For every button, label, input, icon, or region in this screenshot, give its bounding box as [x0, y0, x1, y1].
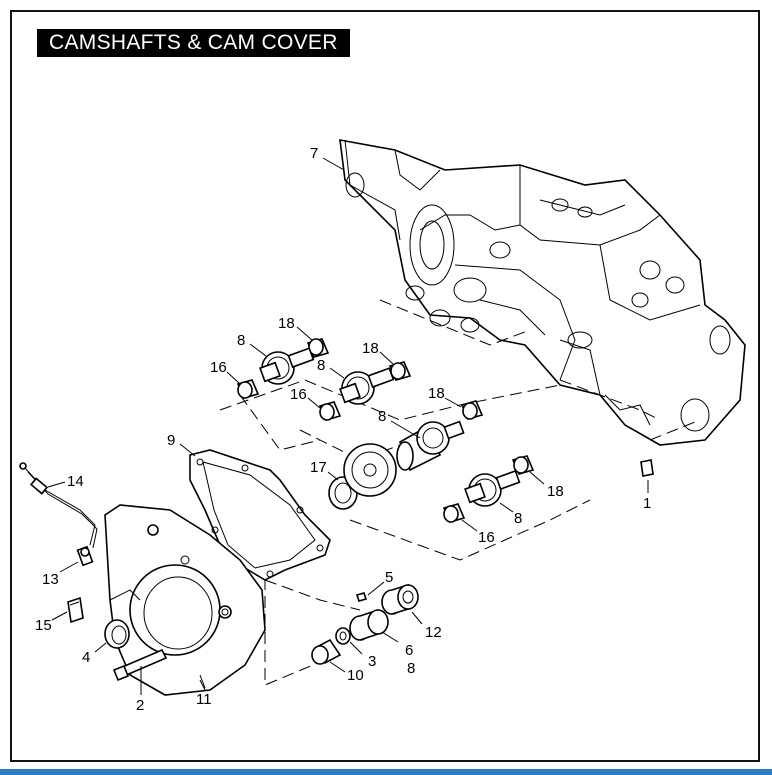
- gear-6: [349, 608, 389, 641]
- callout-9: 9: [167, 432, 175, 449]
- callout-12: 12: [425, 624, 442, 641]
- callout-4: 4: [82, 649, 90, 666]
- bushing-16-a: [236, 379, 260, 399]
- oil-line-14: [19, 462, 98, 549]
- callout-7: 7: [310, 145, 318, 162]
- clip-15: [67, 596, 84, 624]
- diagram-title: CAMSHAFTS & CAM COVER: [37, 29, 350, 57]
- diagram-frame: [10, 10, 760, 762]
- callout-18: 18: [547, 483, 564, 500]
- callout-16: 16: [210, 359, 227, 376]
- washer-3: [335, 627, 351, 645]
- assembly-guide-lines: [219, 299, 701, 686]
- bolt-2: [112, 648, 168, 682]
- callout-8: 8: [237, 332, 245, 349]
- bottom-accent-bar: [0, 769, 772, 775]
- camshaft-8-a: [259, 347, 315, 385]
- callout-16: 16: [478, 529, 495, 546]
- camshaft-8-b: [339, 367, 395, 405]
- bushing-18-c: [460, 400, 484, 420]
- callout-5: 5: [385, 569, 393, 586]
- seal-4: [104, 619, 130, 649]
- callout-8: 8: [317, 357, 325, 374]
- pin-5: [355, 592, 368, 602]
- callout-18: 18: [278, 315, 295, 332]
- callout-8: 8: [514, 510, 522, 527]
- callout-3: 3: [368, 653, 376, 670]
- callout-18: 18: [362, 340, 379, 357]
- gear-12: [381, 583, 419, 615]
- callout-1: 1: [643, 495, 651, 512]
- callout-2: 2: [136, 697, 144, 714]
- camshaft-8-d: [464, 469, 521, 507]
- callout-13: 13: [42, 571, 59, 588]
- cam-drive-gear-17: [328, 443, 397, 510]
- crankcase: [339, 139, 746, 446]
- callout-11: 11: [196, 691, 212, 708]
- bushing-16-c: [442, 503, 466, 523]
- callout-16: 16: [290, 386, 307, 403]
- callout-14: 14: [67, 473, 84, 490]
- callout-10: 10: [347, 667, 364, 684]
- camshaft-8-c: [396, 420, 465, 472]
- callout-15: 15: [35, 617, 52, 634]
- cam-cover-11: [104, 504, 266, 696]
- callout-6: 6: [405, 642, 413, 659]
- bushing-18-a: [306, 338, 330, 358]
- callout-17: 17: [310, 459, 327, 476]
- bushing-10: [311, 638, 342, 665]
- bushing-16-b: [318, 401, 342, 421]
- leader-lines: [47, 157, 649, 695]
- bushing-18-d: [511, 455, 535, 475]
- callout-labels: 7 18 8 16 18 8 16 18 8 9 17 14 18 1 8 16…: [35, 145, 651, 714]
- fitting-13: [76, 545, 94, 567]
- bushing-18-b: [388, 361, 412, 381]
- callout-8: 8: [378, 408, 386, 425]
- callout-8: 8: [407, 660, 415, 677]
- callout-18: 18: [428, 385, 445, 402]
- dowel-pin-1: [640, 459, 654, 477]
